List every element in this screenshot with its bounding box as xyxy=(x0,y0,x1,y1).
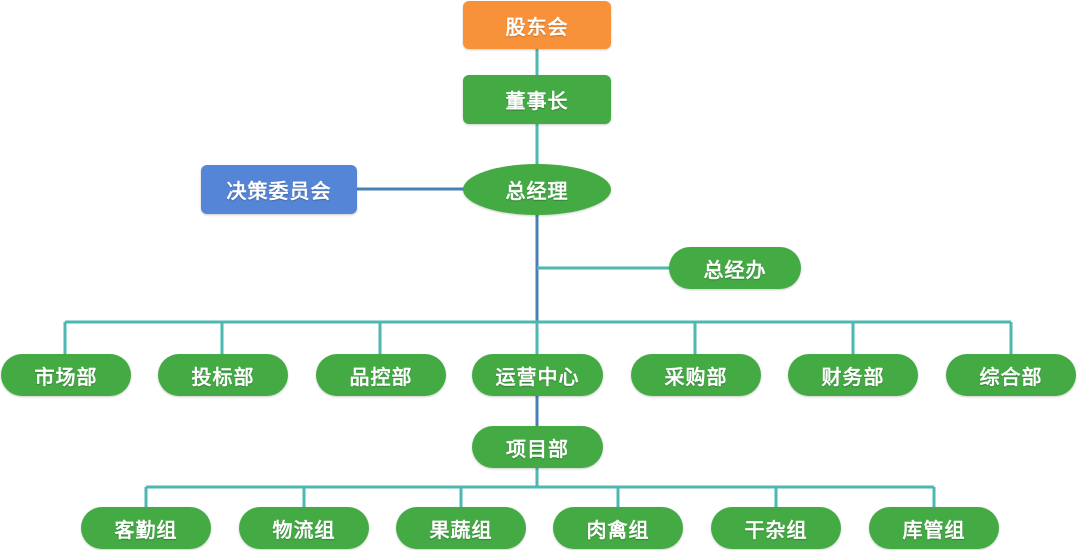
department-node-marketing: 市场部 xyxy=(1,354,131,396)
department-node-quality-control: 品控部 xyxy=(316,354,446,396)
group-node-produce: 果蔬组 xyxy=(396,507,526,549)
decision-committee-node: 决策委员会 xyxy=(201,165,357,214)
shareholders-node: 股东会 xyxy=(463,1,611,49)
group-node-client-service: 客勤组 xyxy=(81,507,211,549)
department-node-general-affairs: 综合部 xyxy=(946,354,1076,396)
gm-office-node: 总经办 xyxy=(669,247,801,289)
group-node-logistics: 物流组 xyxy=(239,507,369,549)
group-node-meat-poultry: 肉禽组 xyxy=(553,507,683,549)
chairman-node: 董事长 xyxy=(463,75,611,124)
general-manager-node: 总经理 xyxy=(463,164,611,215)
department-node-operations-center: 运营中心 xyxy=(472,354,603,396)
project-department-node: 项目部 xyxy=(472,426,603,468)
department-node-finance: 财务部 xyxy=(788,354,918,396)
group-node-dry-goods: 干杂组 xyxy=(711,507,841,549)
group-node-warehouse: 库管组 xyxy=(869,507,999,549)
department-node-bidding: 投标部 xyxy=(158,354,288,396)
department-node-purchasing: 采购部 xyxy=(631,354,761,396)
